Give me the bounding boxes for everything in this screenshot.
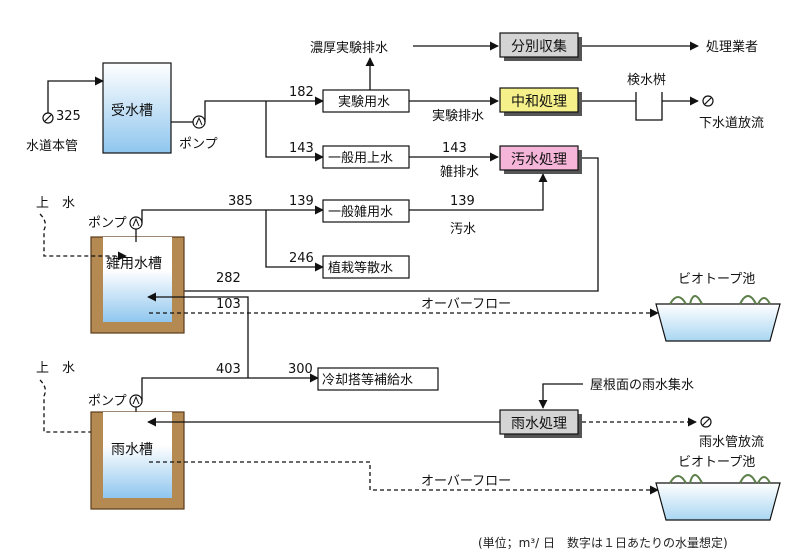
city-to-rain-line <box>39 379 127 437</box>
roof-rain-label: 屋根面の雨水集水 <box>590 377 694 393</box>
overflow-1-label: オーバーフロー <box>421 297 511 312</box>
flow-lab: 182 <box>289 85 314 100</box>
flow-inflow: 325 <box>56 109 81 124</box>
lab-water-label: 実験用水 <box>338 94 390 110</box>
pump-3-label: ポンプ <box>88 394 127 409</box>
pump1-main-line <box>204 100 266 122</box>
flow-return: 282 <box>216 271 241 286</box>
unit-note: (単位；m³/ 日 数字は１日あたりの水量想定) <box>478 535 728 550</box>
concentrated-waste-label: 濃厚実験排水 <box>310 40 388 56</box>
planting-label: 植栽等散水 <box>328 260 393 276</box>
misc-supply-line <box>141 205 324 223</box>
general-water-line <box>265 101 324 162</box>
flow-misc-pump: 385 <box>228 194 253 209</box>
rain-treat-process-box <box>499 409 579 435</box>
cooling-label: 冷却搭等補給水 <box>322 372 413 388</box>
receiving-tank <box>102 62 172 154</box>
neutralize-process-box <box>499 87 579 113</box>
sewer-discharge-label: 下水道放流 <box>699 116 764 131</box>
cooling-box <box>317 367 439 391</box>
flow-sewage: 139 <box>450 194 475 209</box>
pump-2-triangle-icon <box>132 217 140 227</box>
biotope-pond-2 <box>655 482 781 521</box>
pump-1-label: ポンプ <box>179 137 218 152</box>
receiving-tank-label: 受水槽 <box>111 103 153 119</box>
lab-drain-label: 実験排水 <box>432 108 484 124</box>
overflow-2-line <box>149 461 659 495</box>
pump-triangle-icon <box>195 116 203 126</box>
inflow-line <box>47 76 104 113</box>
valve-slash-icon <box>44 114 52 122</box>
cooling-line <box>141 373 319 401</box>
misc-tank-water <box>103 270 172 322</box>
planting-line <box>265 210 324 272</box>
city-to-misc-line <box>39 213 127 261</box>
flow-general: 143 <box>289 141 314 156</box>
inspection-pit-icon <box>635 92 663 121</box>
sewage-process-label: 汚水処理 <box>511 152 567 168</box>
return-line <box>147 157 599 296</box>
flow-cooling: 300 <box>288 362 313 377</box>
flow-planting: 246 <box>289 251 314 266</box>
general-misc-label: 一般雑用水 <box>328 204 393 220</box>
separate-process-label: 分別収集 <box>511 38 567 55</box>
neutralize-process-label: 中和処理 <box>511 94 567 110</box>
plants-2-icon <box>669 474 771 484</box>
sewage-process-box <box>499 145 579 171</box>
separate-process-box <box>499 32 579 58</box>
rain-discharge-label: 雨水管放流 <box>699 435 764 450</box>
sewage-water-label: 汚水 <box>450 222 476 237</box>
pump-2-label: ポンプ <box>88 216 127 231</box>
flow-misc-drain: 143 <box>442 141 467 156</box>
rain-discharge-slash-icon <box>702 418 710 426</box>
disposal-company-label: 処理業者 <box>706 39 758 55</box>
biotope-1-label: ビオトープ池 <box>678 272 755 287</box>
roof-rain-line <box>538 383 583 409</box>
pump-3-triangle-icon <box>132 395 140 405</box>
overflow-2-label: オーバーフロー <box>421 474 511 489</box>
city-water-label: 水道本管 <box>26 139 78 154</box>
flow-general-misc: 139 <box>289 194 314 209</box>
planting-box <box>322 255 410 279</box>
biotope-pond-1 <box>655 303 781 342</box>
transfer-line <box>147 292 249 378</box>
general-water-label: 一般用上水 <box>328 150 393 166</box>
rain2-source-label: 上 水 <box>36 361 75 376</box>
sewage-to-process-line <box>409 173 548 211</box>
misc-drain-label: 雑排水 <box>440 164 479 180</box>
flow-rain-pump: 403 <box>216 362 241 377</box>
misc-tank-label: 雑用水槽 <box>106 256 162 272</box>
inspection-pit-label: 検水桝 <box>627 72 666 88</box>
rain-tank-water <box>103 445 172 498</box>
biotope-2-label: ビオトープ池 <box>678 455 755 470</box>
rain-tank-label: 雨水槽 <box>111 442 153 458</box>
sewer-slash-icon <box>704 97 712 105</box>
general-misc-box <box>322 199 410 223</box>
rain1-source-label: 上 水 <box>36 196 75 211</box>
plants-icon <box>669 295 771 305</box>
flow-overflow: 103 <box>216 297 241 312</box>
rain-treat-process-label: 雨水処理 <box>511 416 567 432</box>
